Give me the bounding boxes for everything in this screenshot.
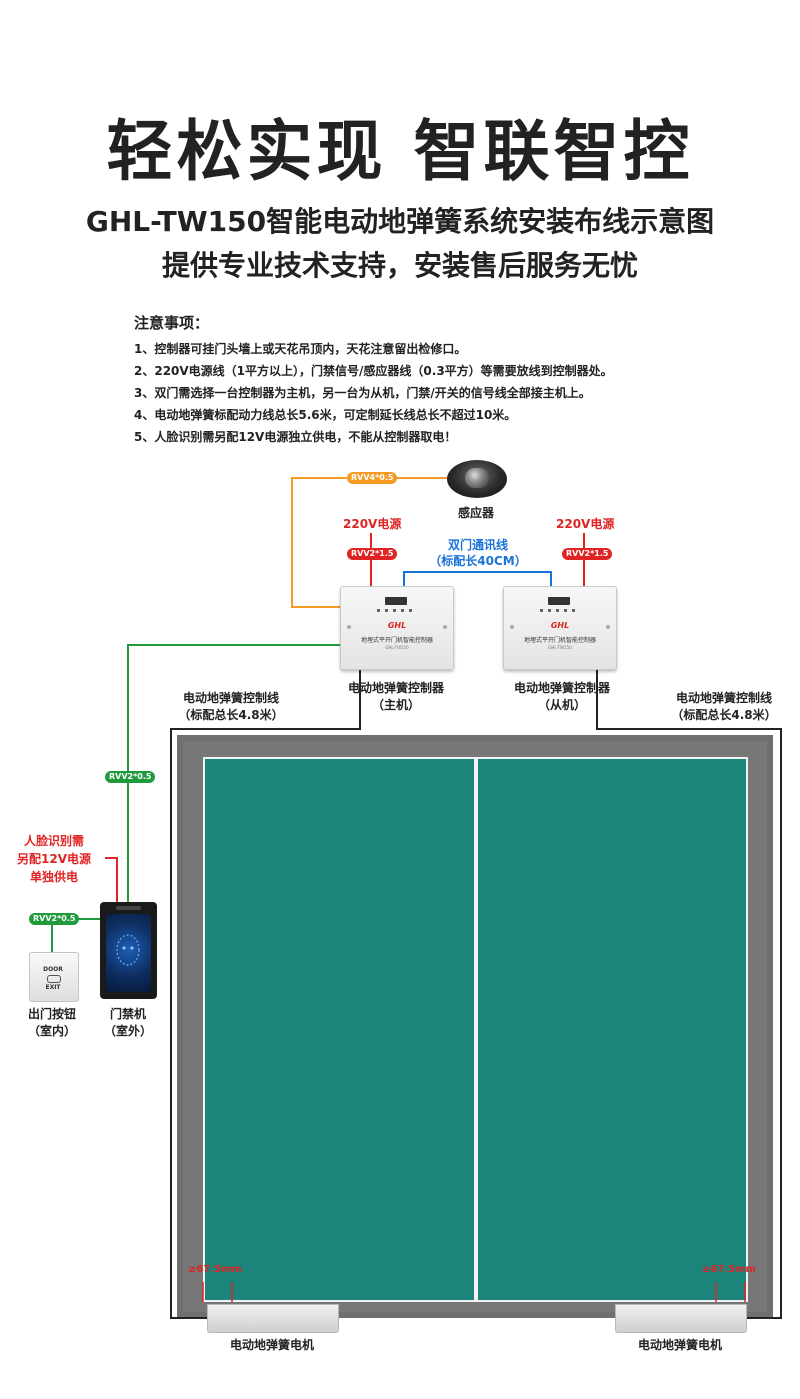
face-power-note: 人脸识别需 另配12V电源 单独供电 [14,832,94,886]
exit-button-title: 出门按钮 [27,1007,76,1021]
page-title: 轻松实现 智联智控 [106,113,694,190]
floor-spring-motor-right [615,1304,747,1333]
power-label-left: 220V电源 [343,517,402,531]
control-line-left-length: （标配总长4.8米） [178,708,284,722]
button-cable-tag: RVV2*0.5 [29,913,80,925]
controller-slave-role: （从机） [537,698,586,712]
sensor-label: 感应器 [457,506,494,520]
floor-spring-motor-left [207,1304,339,1333]
exit-button-icon [29,952,79,1002]
controller-buttons-icon [540,609,580,612]
controller-logo: GHL [387,621,407,630]
face-power-wire [105,857,118,902]
note-item: 2、220V电源线（1平方以上），门禁信号/感应器线（0.3平方）等需要放线到控… [134,364,613,378]
comm-wire [403,571,552,586]
controller-slave-title: 电动地弹簧控制器 [513,681,610,695]
controller-master-title: 电动地弹簧控制器 [347,681,444,695]
face-power-note-line: 人脸识别需 [23,834,84,848]
control-line-left [170,668,361,1319]
camera-icon [116,906,141,910]
control-line-right-length: （标配总长4.8米） [671,708,777,722]
access-terminal-label: 门禁机 （室外） [92,1006,164,1040]
dimension-label-right: ≥67.5mm [702,1264,756,1275]
controller-master-role: （主机） [371,698,420,712]
controller-master: GHL 地埋式平开门机智能控制器 GHL-TW150 [340,586,454,670]
controller-name: 地埋式平开门机智能控制器 [360,637,433,644]
screw-icon [443,625,447,629]
motor-label-left: 电动地弹簧电机 [229,1338,314,1352]
controller-slave: GHL 地埋式平开门机智能控制器 GHL-TW150 [503,586,617,670]
door-leaf-right [476,757,748,1302]
dimension-label-left: ≥67.5mm [188,1264,242,1275]
face-scan-icon [106,914,151,992]
key-icon [47,975,61,983]
notes-title: 注意事项： [134,314,210,332]
controller-model: GHL-TW150 [385,645,409,650]
face-power-note-line: 另配12V电源 [17,852,91,866]
access-cable-tag: RVV2*0.5 [105,771,156,783]
access-terminal-location: （室外） [103,1024,152,1038]
controller-display-icon [385,597,407,605]
controller-master-label: 电动地弹簧控制器 （主机） [336,680,456,714]
control-line-left-title: 电动地弹簧控制线 [182,691,279,705]
controller-buttons-icon [377,609,417,612]
exit-button-label: 出门按钮 （室内） [14,1006,90,1040]
control-line-label-right: 电动地弹簧控制线 （标配总长4.8米） [664,690,784,724]
comm-line-label: 双门通讯线 （标配长40CM） [425,537,531,569]
controller-model: GHL-TW150 [548,645,572,650]
exit-button-text-bottom: EXIT [45,984,61,991]
access-terminal-title: 门禁机 [109,1007,146,1021]
note-item: 1、控制器可挂门头墙上或天花吊顶内，天花注意留出检修口。 [134,342,467,356]
controller-name: 地埋式平开门机智能控制器 [523,637,596,644]
screw-icon [606,625,610,629]
exit-button-location: （室内） [27,1024,76,1038]
access-wire [127,644,340,902]
sensor-dome-icon [465,468,489,488]
sensor-cable-tag: RVV4*0.5 [347,472,398,484]
page-subtitle: GHL-TW150智能电动地弹簧系统安装布线示意图 [85,205,715,238]
screw-icon [347,625,351,629]
screw-icon [510,625,514,629]
face-outline-icon [116,934,140,966]
controller-display-icon [548,597,570,605]
motor-label-right: 电动地弹簧电机 [637,1338,722,1352]
control-line-right [596,668,782,1319]
comm-line-title: 双门通讯线 [447,538,508,552]
note-item: 4、电动地弹簧标配动力线总长5.6米，可定制延长线总长不超过10米。 [134,408,517,422]
controller-logo: GHL [550,621,570,630]
note-item: 5、人脸识别需另配12V电源独立供电，不能从控制器取电！ [134,430,457,444]
control-line-right-title: 电动地弹簧控制线 [675,691,772,705]
door-leaf-left [203,757,476,1302]
controller-slave-label: 电动地弹簧控制器 （从机） [502,680,622,714]
exit-button-text-top: DOOR [43,966,63,973]
comm-line-length: （标配长40CM） [429,554,527,568]
power-cable-tag-left: RVV2*1.5 [347,548,398,560]
power-cable-tag-right: RVV2*1.5 [562,548,613,560]
power-label-right: 220V电源 [556,517,615,531]
control-line-label-left: 电动地弹簧控制线 （标配总长4.8米） [171,690,291,724]
note-item: 3、双门需选择一台控制器为主机，另一台为从机，门禁/开关的信号线全部接主机上。 [134,386,591,400]
face-power-note-line: 单独供电 [29,870,78,884]
page-tagline: 提供专业技术支持，安装售后服务无忧 [161,249,638,282]
